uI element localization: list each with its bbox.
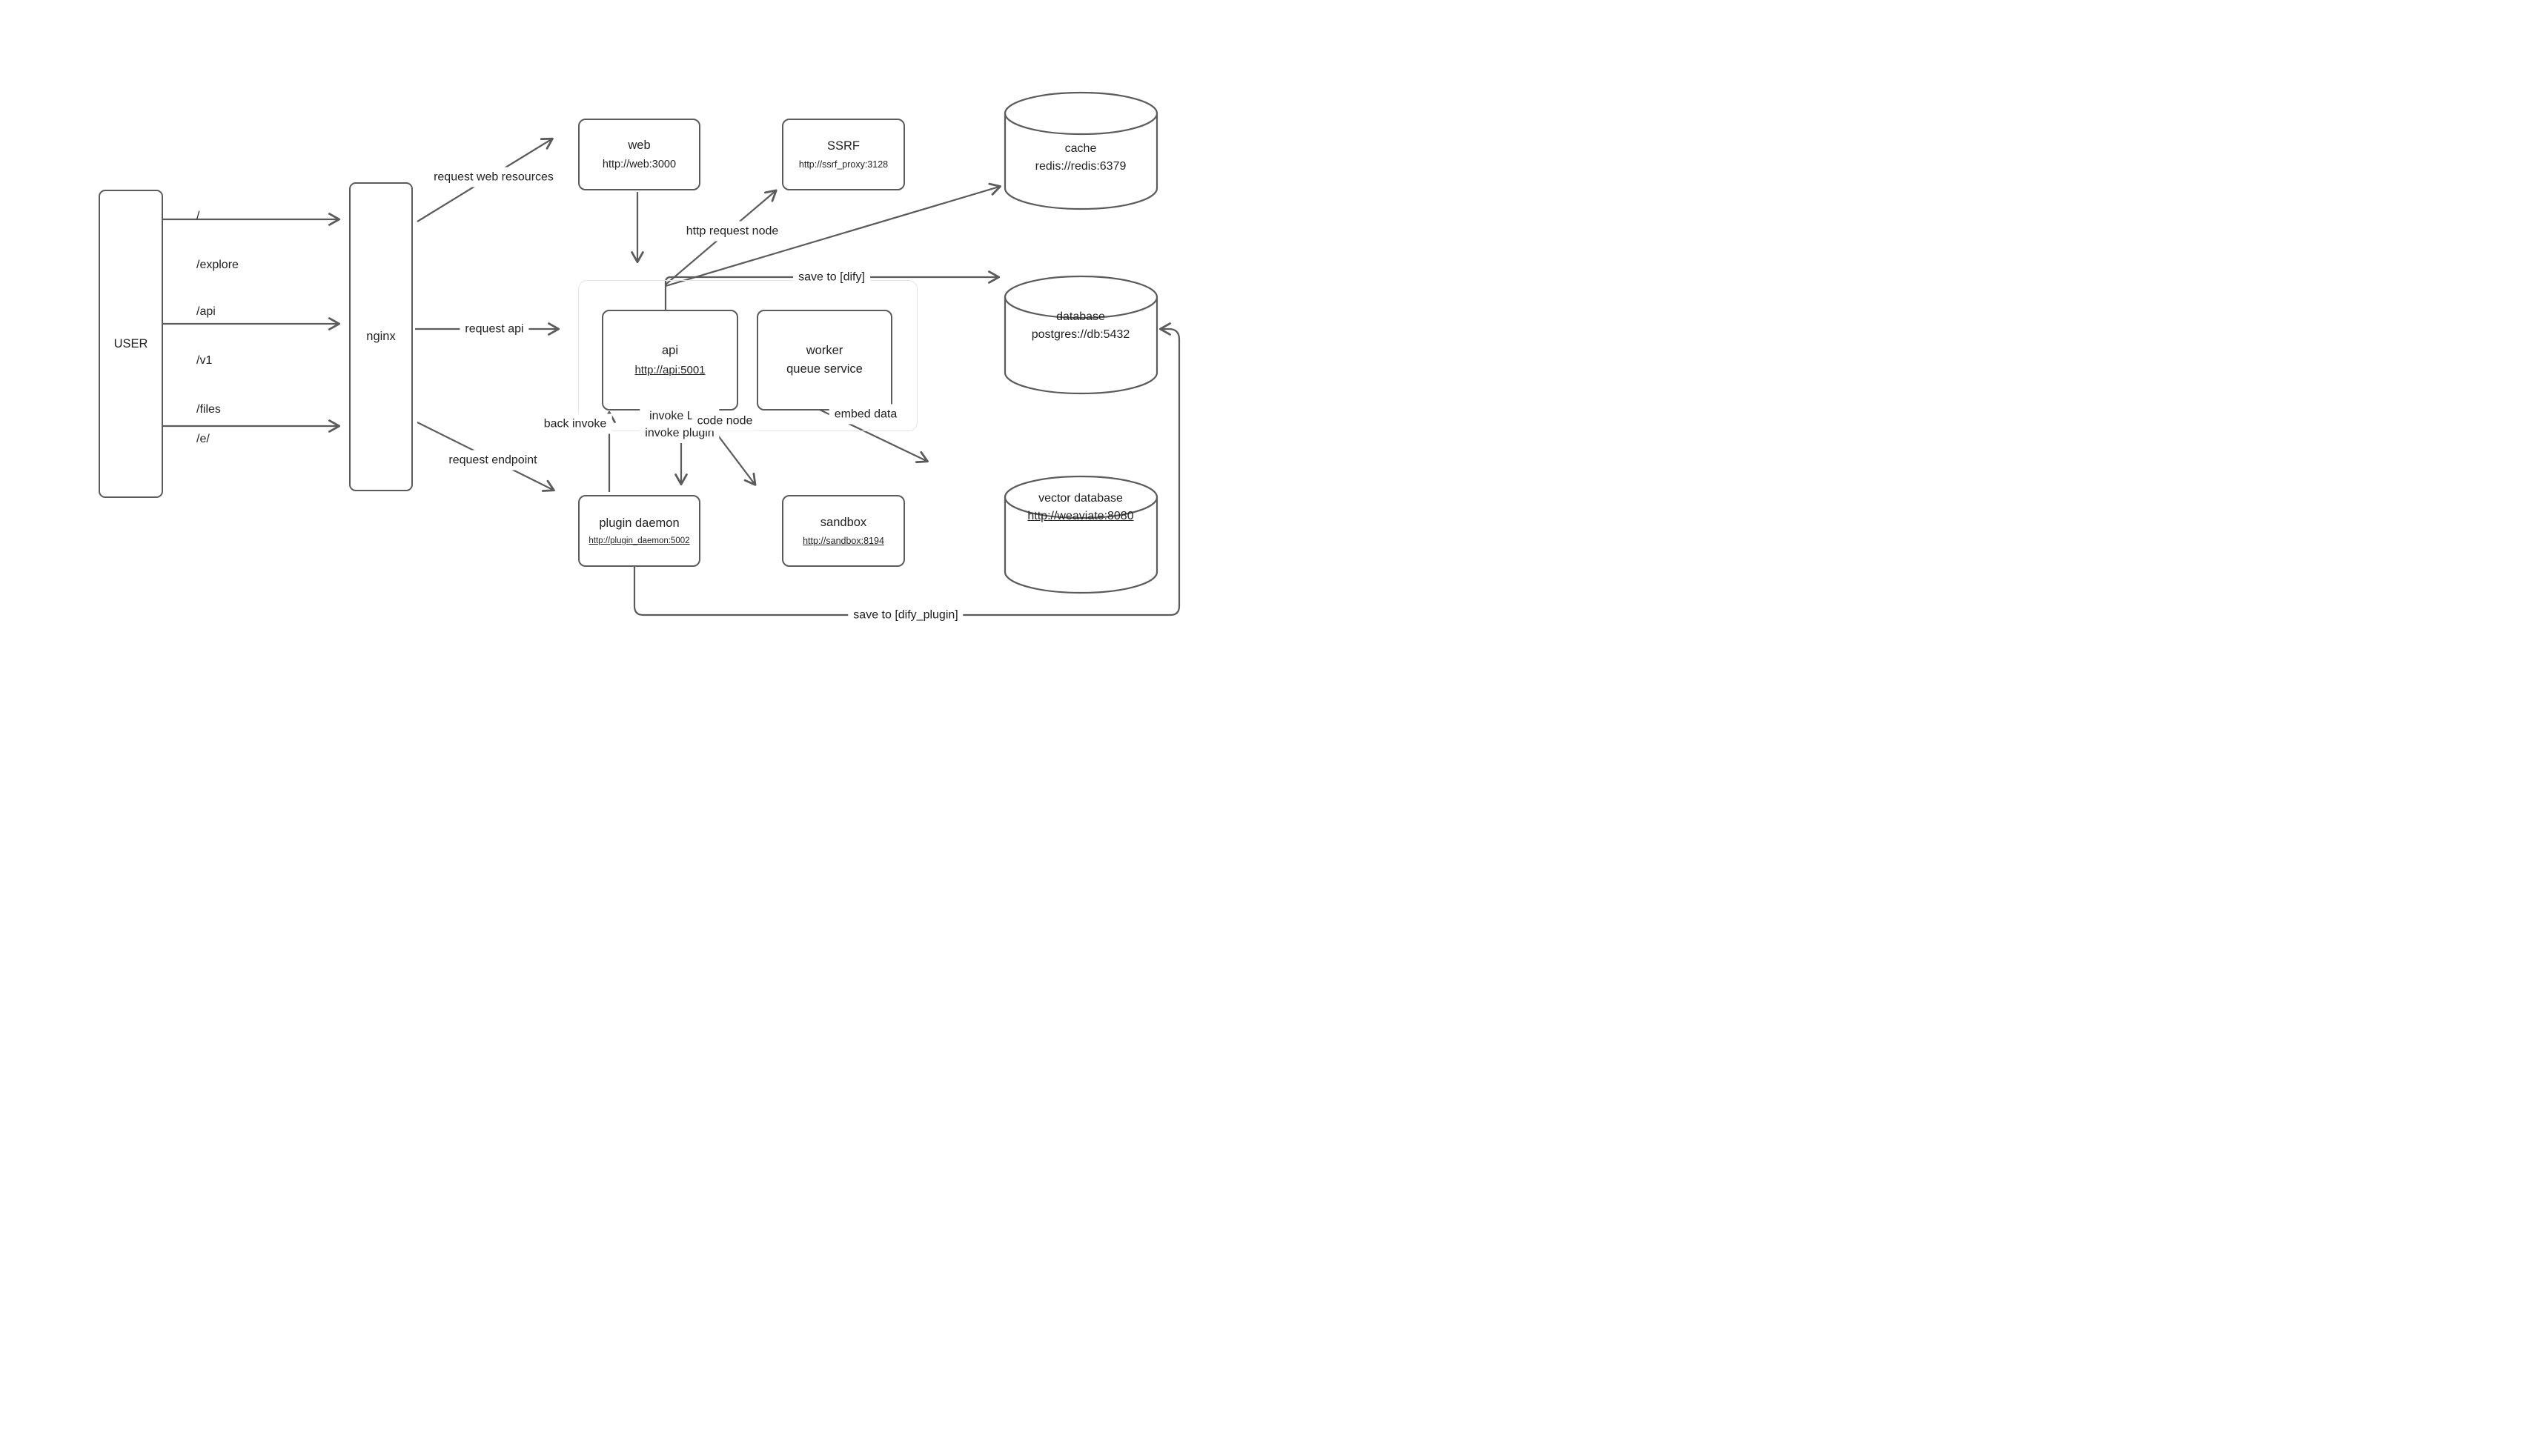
- vector-database-cylinder-top: [1004, 475, 1158, 519]
- edge-label-back-invoke: back invoke: [538, 413, 612, 434]
- node-sandbox-url: http://sandbox:8194: [803, 536, 884, 546]
- database-cylinder: [1004, 275, 1158, 395]
- edge-label-request-web-resources: request web resources: [428, 167, 559, 187]
- node-user-label: USER: [113, 336, 148, 350]
- cache-cylinder-top: [1004, 91, 1158, 136]
- route-label-bottom: /e/: [196, 399, 210, 480]
- cache-cylinder: [1004, 91, 1158, 210]
- route-e: /e/: [196, 433, 210, 445]
- node-nginx: nginx: [349, 182, 413, 491]
- vector-database-url: http://weaviate:8080: [1027, 510, 1134, 522]
- architecture-diagram: USER nginx web http://web:3000 SSRF http…: [0, 0, 1262, 728]
- database-title: database: [1056, 310, 1105, 323]
- node-ssrf-url: http://ssrf_proxy:3128: [798, 159, 889, 170]
- node-api-title: api: [661, 344, 679, 357]
- node-plugin-daemon: plugin daemon http://plugin_daemon:5002: [578, 495, 700, 567]
- route-api: /api: [196, 305, 216, 318]
- edge-label-request-endpoint: request endpoint: [443, 450, 543, 471]
- node-plugin-daemon-url: http://plugin_daemon:5002: [589, 536, 690, 545]
- node-web-title: web: [628, 139, 651, 152]
- route-label-middle: /api /v1 /files: [196, 271, 221, 451]
- edge-label-http-request-node: http request node: [680, 221, 784, 242]
- database-label: database postgres://db:5432: [1032, 308, 1130, 344]
- database-cylinder-top: [1004, 275, 1158, 319]
- edge-label-embed-data: embed data: [829, 404, 903, 425]
- vector-database-label: vector database http://weaviate:8080: [1027, 490, 1133, 525]
- node-plugin-daemon-title: plugin daemon: [599, 516, 680, 530]
- edge-label-save-to-dify-plugin: save to [dify_plugin]: [848, 605, 964, 625]
- node-sandbox: sandbox http://sandbox:8194: [782, 495, 905, 567]
- cache-label: cache redis://redis:6379: [1035, 140, 1127, 176]
- edge-label-code-node: code node: [692, 410, 758, 431]
- node-worker-title: worker: [806, 344, 843, 357]
- diagram-connections: [160, 91, 1181, 616]
- route-label-top: / /explore: [196, 176, 239, 306]
- edge-label-request-api: request api: [460, 319, 529, 339]
- node-ssrf: SSRF http://ssrf_proxy:3128: [782, 119, 905, 190]
- route-files: /files: [196, 403, 221, 416]
- vector-database-cylinder: [1004, 475, 1158, 594]
- node-web: web http://web:3000: [578, 119, 700, 190]
- node-web-url: http://web:3000: [602, 159, 677, 170]
- database-url: postgres://db:5432: [1031, 328, 1130, 341]
- arrow-api-database: [664, 270, 1001, 310]
- node-user: USER: [99, 190, 163, 498]
- node-api: api http://api:5001: [602, 310, 738, 410]
- node-sandbox-title: sandbox: [820, 516, 867, 529]
- vector-database-title: vector database: [1038, 492, 1123, 505]
- node-worker-subtitle: queue service: [786, 362, 863, 376]
- cache-url: redis://redis:6379: [1035, 160, 1127, 173]
- arrow-plugin-daemon-database: [633, 322, 1181, 616]
- api-worker-group: [578, 280, 918, 431]
- route-v1: /v1: [196, 354, 213, 367]
- route-explore: /explore: [196, 259, 239, 271]
- database-cylinder-body: [1004, 297, 1158, 395]
- node-nginx-label: nginx: [366, 330, 396, 343]
- edge-label-save-to-dify: save to [dify]: [793, 267, 870, 287]
- cache-title: cache: [1064, 142, 1097, 155]
- node-worker: worker queue service: [757, 310, 892, 410]
- vector-database-cylinder-body: [1004, 497, 1158, 594]
- cache-cylinder-body: [1004, 113, 1158, 210]
- node-api-url: http://api:5001: [634, 364, 706, 376]
- route-root: /: [196, 210, 200, 222]
- arrow-api-cache: [665, 182, 1001, 287]
- node-ssrf-title: SSRF: [826, 139, 860, 153]
